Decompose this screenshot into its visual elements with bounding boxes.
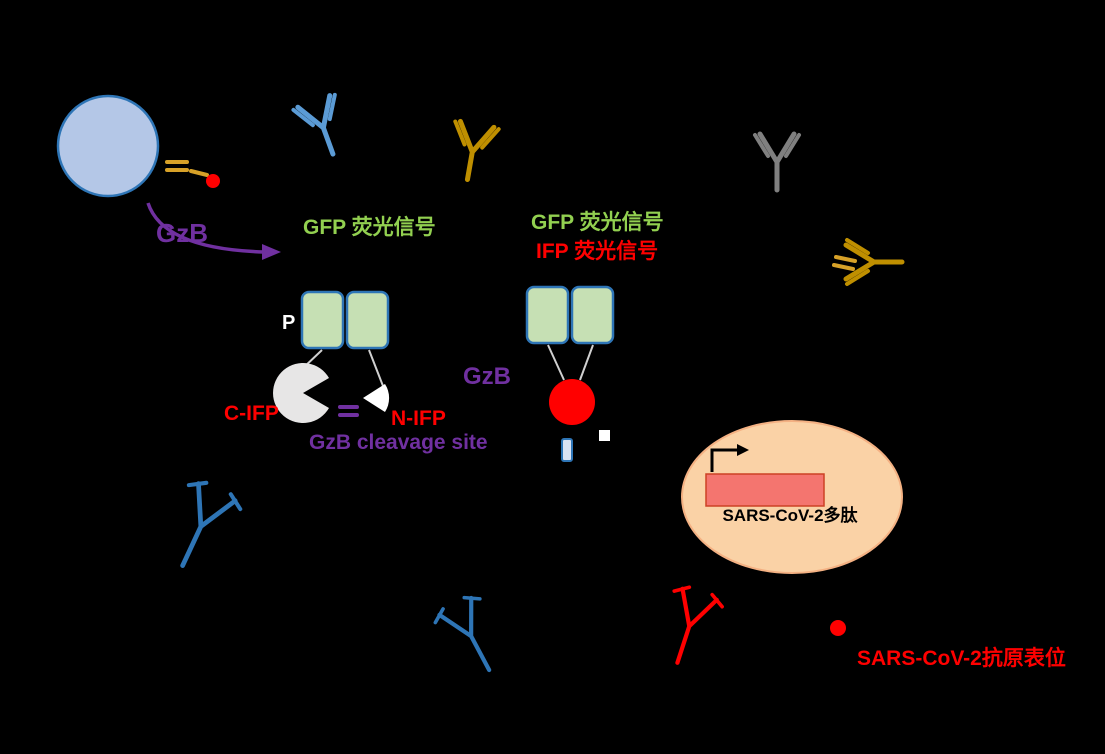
- reporter-linker-lines: [300, 344, 594, 387]
- n-ifp-wedge-icon: [363, 384, 390, 412]
- ifp-assembled-icon: [549, 379, 595, 425]
- antigen-dash-icon: [189, 169, 209, 177]
- antibody-gold-side-icon: [843, 238, 905, 286]
- antigen-dash-icon: [832, 263, 855, 271]
- promoter-arrow-icon: [710, 448, 737, 472]
- gfp-signal-label-right: GFP 荧光信号: [531, 211, 664, 234]
- gfp-signal-label-left: GFP 荧光信号: [303, 216, 436, 239]
- antigen-fragment-dashes: [165, 160, 209, 177]
- sars-epitope-label: SARS-CoV-2抗原表位: [857, 647, 1066, 670]
- gfp-domain-icon: [345, 290, 390, 350]
- antigen-dash-icon: [834, 255, 857, 263]
- p-tag-label: P: [282, 312, 296, 334]
- sars-epitope-dot-icon: [830, 620, 846, 636]
- gzb-release-arrowhead-icon: [262, 244, 281, 260]
- gfp-domain-icon: [300, 290, 345, 350]
- antibody-gold-icon: [453, 118, 501, 183]
- antigen-dashes-right: [832, 255, 857, 271]
- tcr-blue-icon: [433, 595, 492, 673]
- linker-line: [368, 349, 384, 387]
- tcr-blue-icon: [180, 480, 243, 568]
- gfp-domain-icon: [570, 285, 615, 345]
- n-ifp-label: N-IFP: [391, 407, 446, 430]
- linker-line: [547, 344, 565, 381]
- gzb-cleavage-linker-icon: [338, 405, 359, 417]
- tcr-red-icon: [672, 585, 724, 665]
- antibody-blue-icon: [291, 92, 337, 157]
- promoter-arrowhead-icon: [737, 444, 749, 456]
- gfp-domain-icon: [525, 285, 570, 345]
- c-ifp-label: C-IFP: [224, 402, 279, 425]
- gfp-reporter-pair-right: [525, 285, 615, 345]
- effector-cell: [56, 94, 160, 198]
- sars-peptide-gene-bar: [705, 473, 825, 507]
- gzb-release-arrow: [146, 202, 265, 254]
- cleaved-fragment-white: [599, 430, 610, 441]
- gzb-protease-label: GzB: [463, 363, 511, 390]
- sars-polypeptide-label: SARS-CoV-2多肽: [722, 506, 858, 525]
- gzb-cleavage-site-label: GzB cleavage site: [309, 431, 488, 454]
- linker-line: [579, 344, 594, 381]
- cleaved-fragment-blue: [561, 438, 573, 462]
- epitope-dot-icon: [206, 174, 220, 188]
- antibody-gray-icon: [753, 131, 801, 193]
- c-ifp-pacman-icon: [273, 363, 329, 423]
- ifp-signal-label: IFP 荧光信号: [536, 240, 659, 263]
- gzb-enzyme-label: GzB: [156, 218, 208, 248]
- gfp-reporter-pair-left: [300, 290, 390, 350]
